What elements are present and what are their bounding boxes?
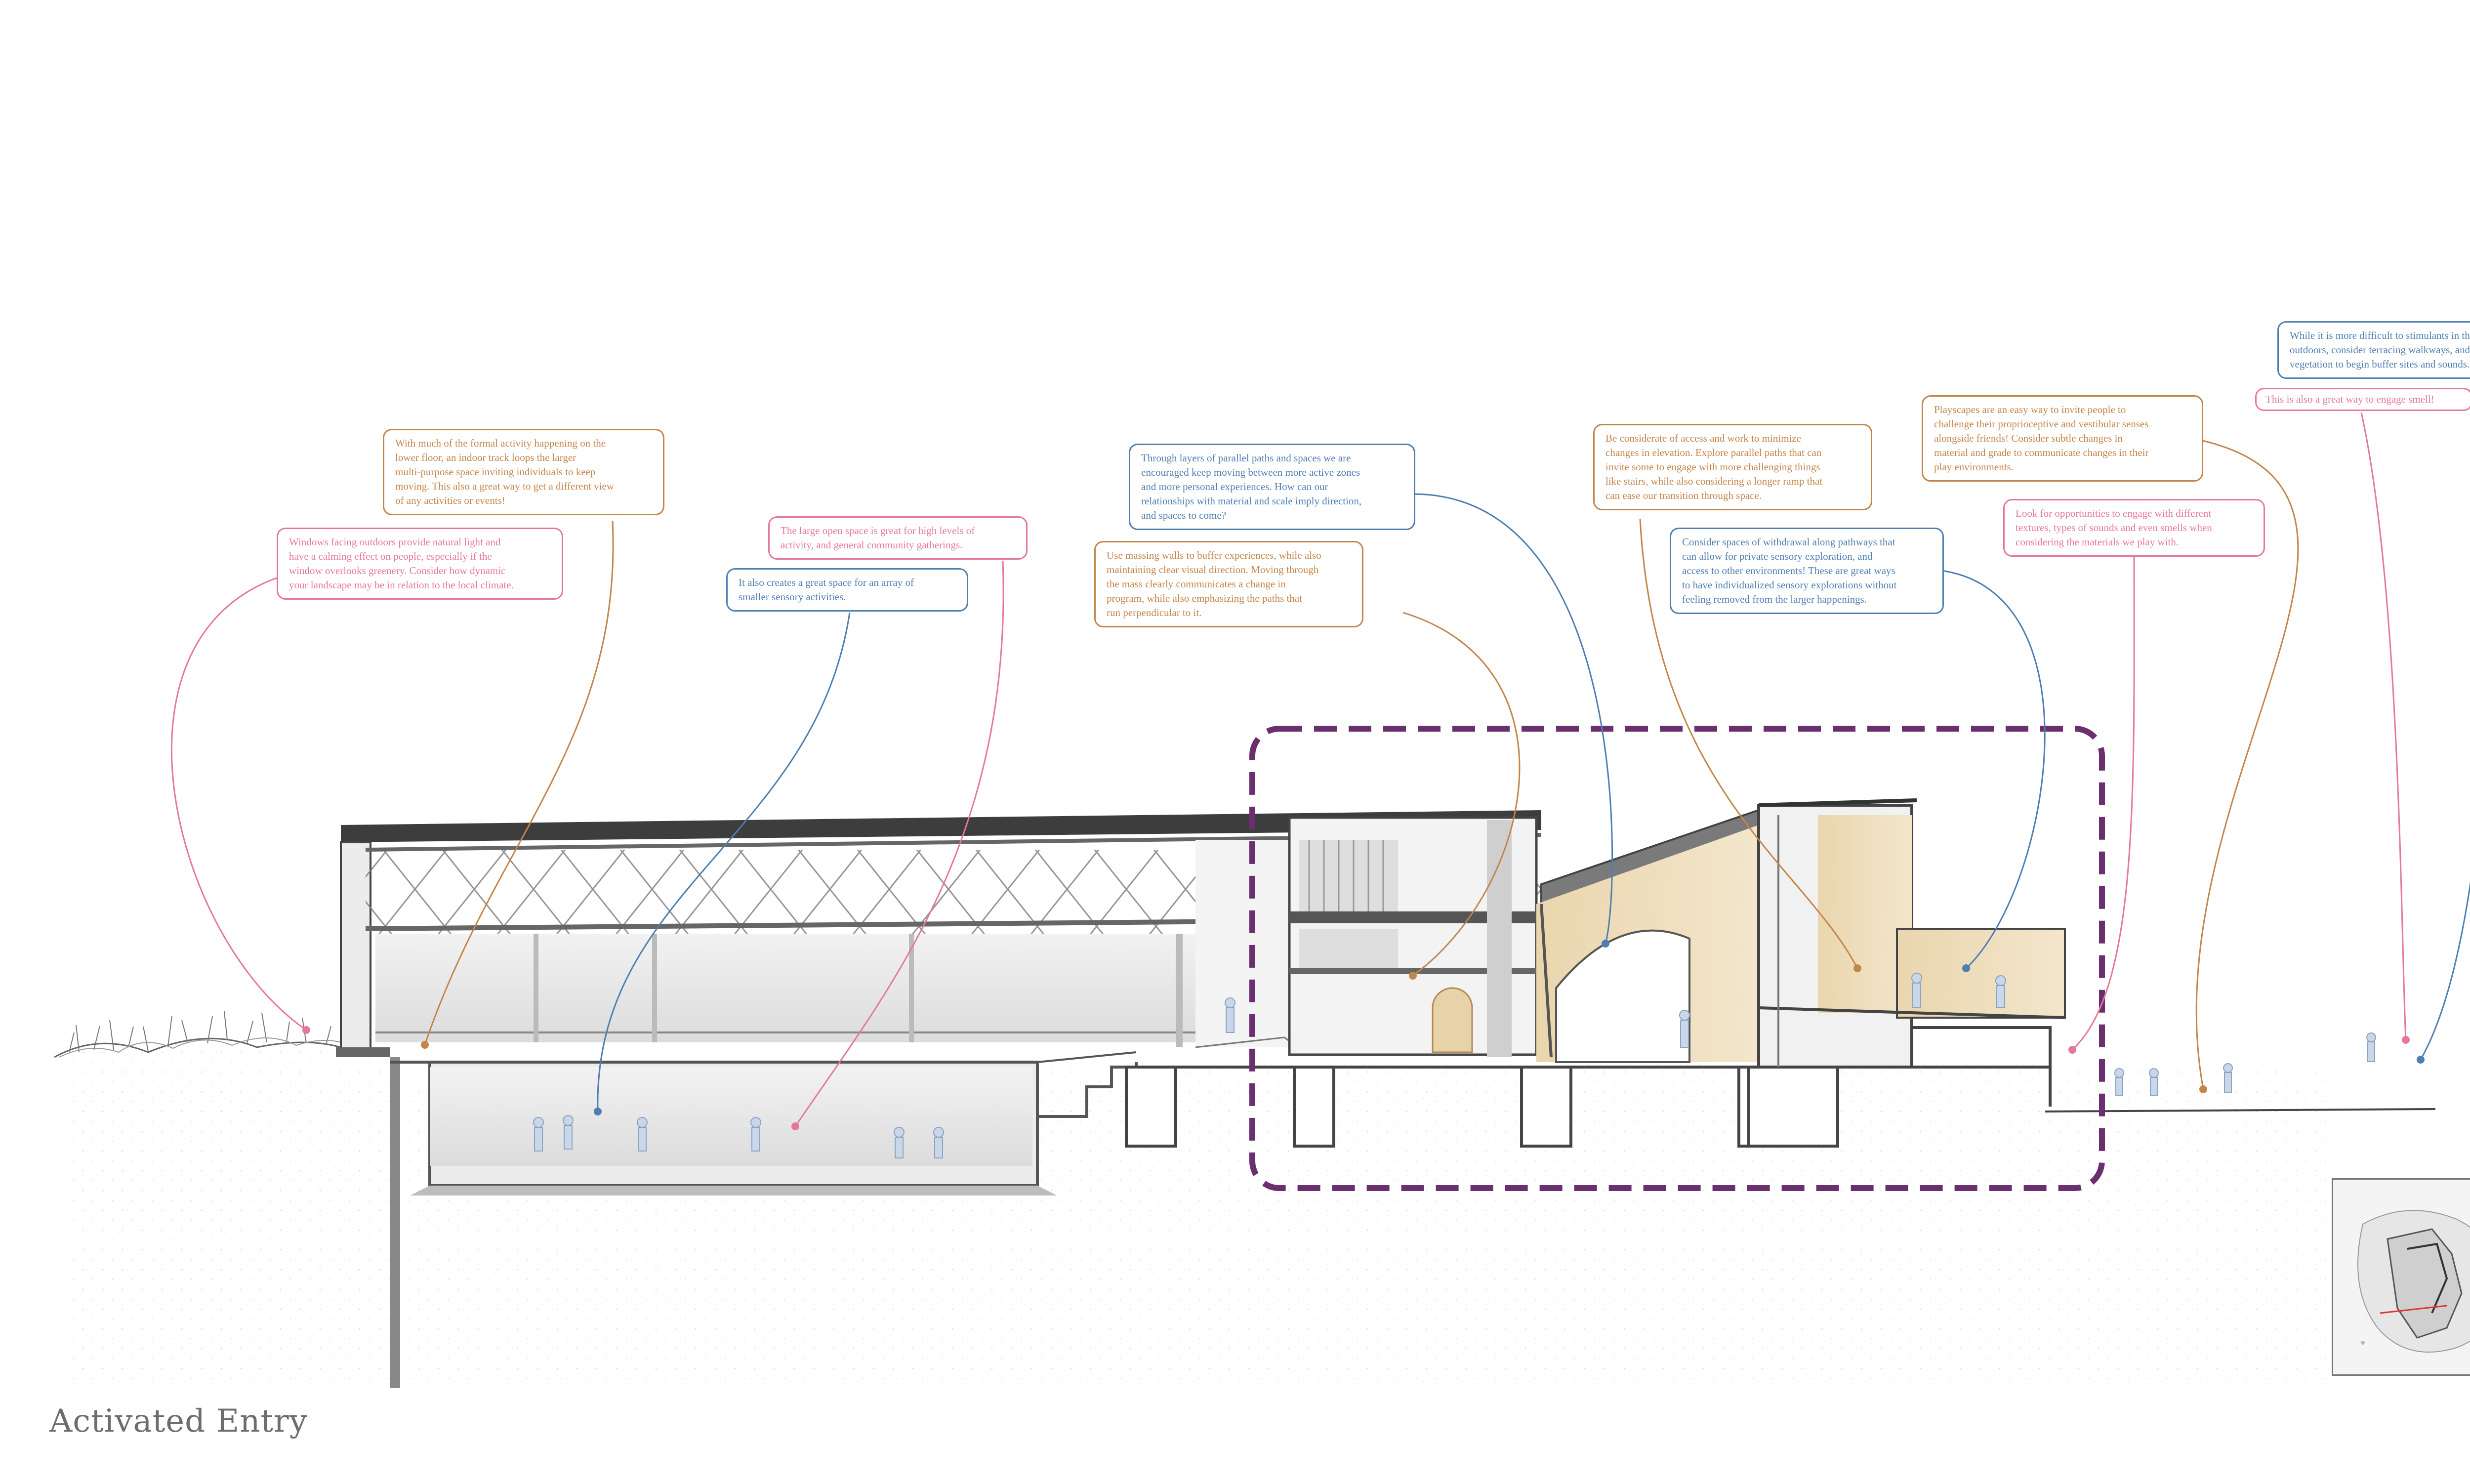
ground: [54, 1037, 2436, 1383]
note-playscapes: Playscapes are an easy way to invite peo…: [1922, 395, 2203, 482]
leader-formal-activity: [424, 521, 614, 1045]
leader-playscapes: [2195, 439, 2299, 1090]
note-access: Be considerate of access and work to min…: [1593, 424, 1872, 510]
note-textures: Look for opportunities to engage with di…: [2003, 499, 2265, 557]
foundations: [1125, 1026, 2052, 1148]
lower-floor: [336, 1047, 1138, 1388]
leader-parallel: [1412, 493, 1613, 944]
people-figures: [533, 973, 2376, 1158]
leader-access: [1639, 518, 1858, 969]
leader-withdrawal: [1941, 570, 2046, 969]
leader-endpoints: [302, 940, 2425, 1130]
note-open-space: The large open space is great for high l…: [768, 516, 1028, 560]
leader-sensory: [597, 612, 851, 1112]
gymnasium-volume: [340, 810, 1542, 1053]
leader-textures: [2071, 555, 2135, 1051]
note-parallel-paths: Through layers of parallel paths and spa…: [1129, 444, 1415, 530]
circulation-block: [1288, 816, 1538, 1057]
leader-stimulants: [2420, 881, 2470, 1060]
note-windows: Windows facing outdoors provide natural …: [277, 528, 563, 600]
leader-open-space: [794, 560, 1004, 1127]
leader-smell: [2360, 412, 2407, 1040]
page-title: Activated Entry: [49, 1403, 308, 1440]
note-sensory-activities: It also creates a great space for an arr…: [726, 568, 968, 612]
vegetation-left: [59, 1011, 351, 1058]
note-stimulants: While it is more difficult to stimulants…: [2277, 321, 2470, 379]
wood-volume: [1757, 798, 2066, 1069]
note-smell: This is also a great way to engage smell…: [2255, 388, 2470, 411]
key-plan-map: [2332, 1178, 2470, 1376]
note-withdrawal: Consider spaces of withdrawal along path…: [1670, 528, 1944, 614]
leader-lines: [171, 412, 2470, 1127]
note-formal-activity: With much of the formal activity happeni…: [383, 429, 664, 515]
activated-entry-highlight: [1249, 726, 2105, 1191]
note-massing-walls: Use massing walls to buffer experiences,…: [1094, 541, 1363, 627]
leader-massing: [1402, 612, 1521, 977]
key-plan-drawing: [2357, 1210, 2470, 1353]
leader-windows: [171, 577, 307, 1031]
ramp-and-arch: [1536, 809, 1770, 1063]
